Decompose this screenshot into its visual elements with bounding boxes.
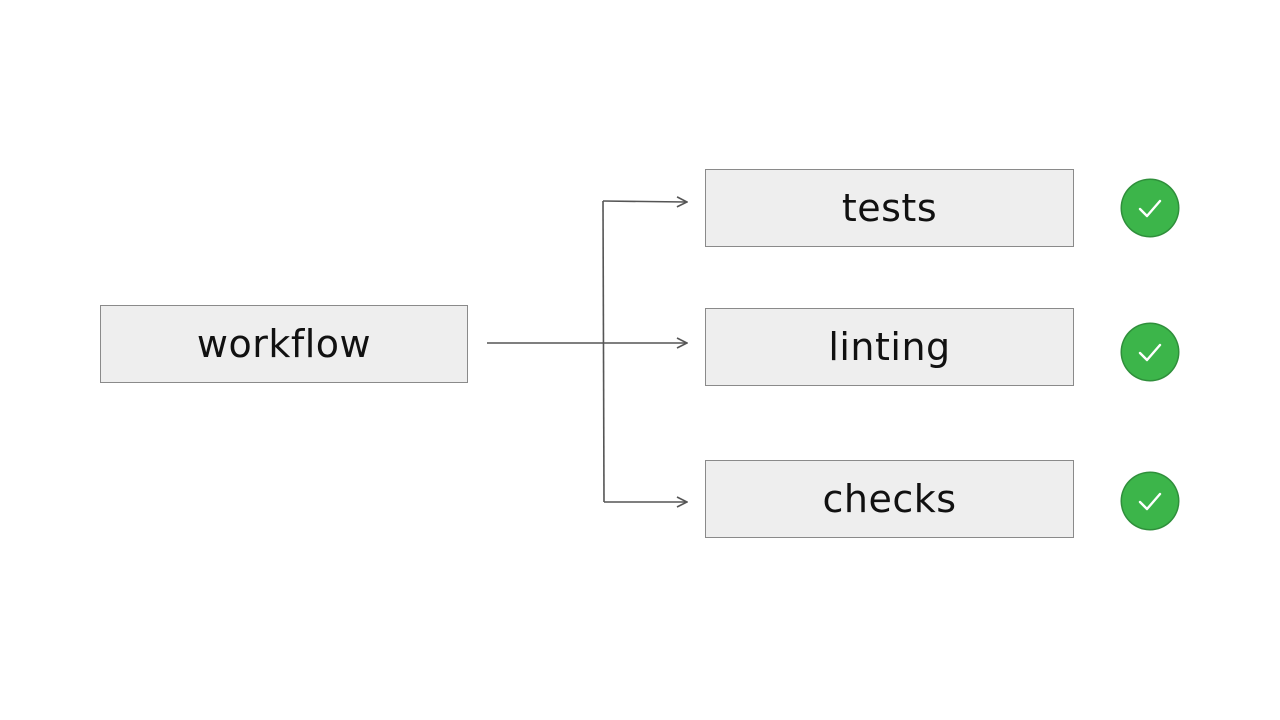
check-circle-icon — [1122, 473, 1178, 529]
check-circle-icon — [1122, 180, 1178, 236]
connector-branch-vertical — [602, 200, 605, 503]
linting-node-label: linting — [828, 325, 951, 369]
checks-node: checks — [705, 460, 1074, 538]
tests-node: tests — [705, 169, 1074, 247]
workflow-node: workflow — [100, 305, 468, 383]
workflow-node-label: workflow — [196, 322, 372, 366]
connector-to-tests — [602, 201, 686, 202]
tests-node-label: tests — [841, 186, 938, 230]
linting-node: linting — [705, 308, 1074, 386]
checks-node-label: checks — [822, 477, 957, 521]
check-circle-icon — [1122, 324, 1178, 380]
